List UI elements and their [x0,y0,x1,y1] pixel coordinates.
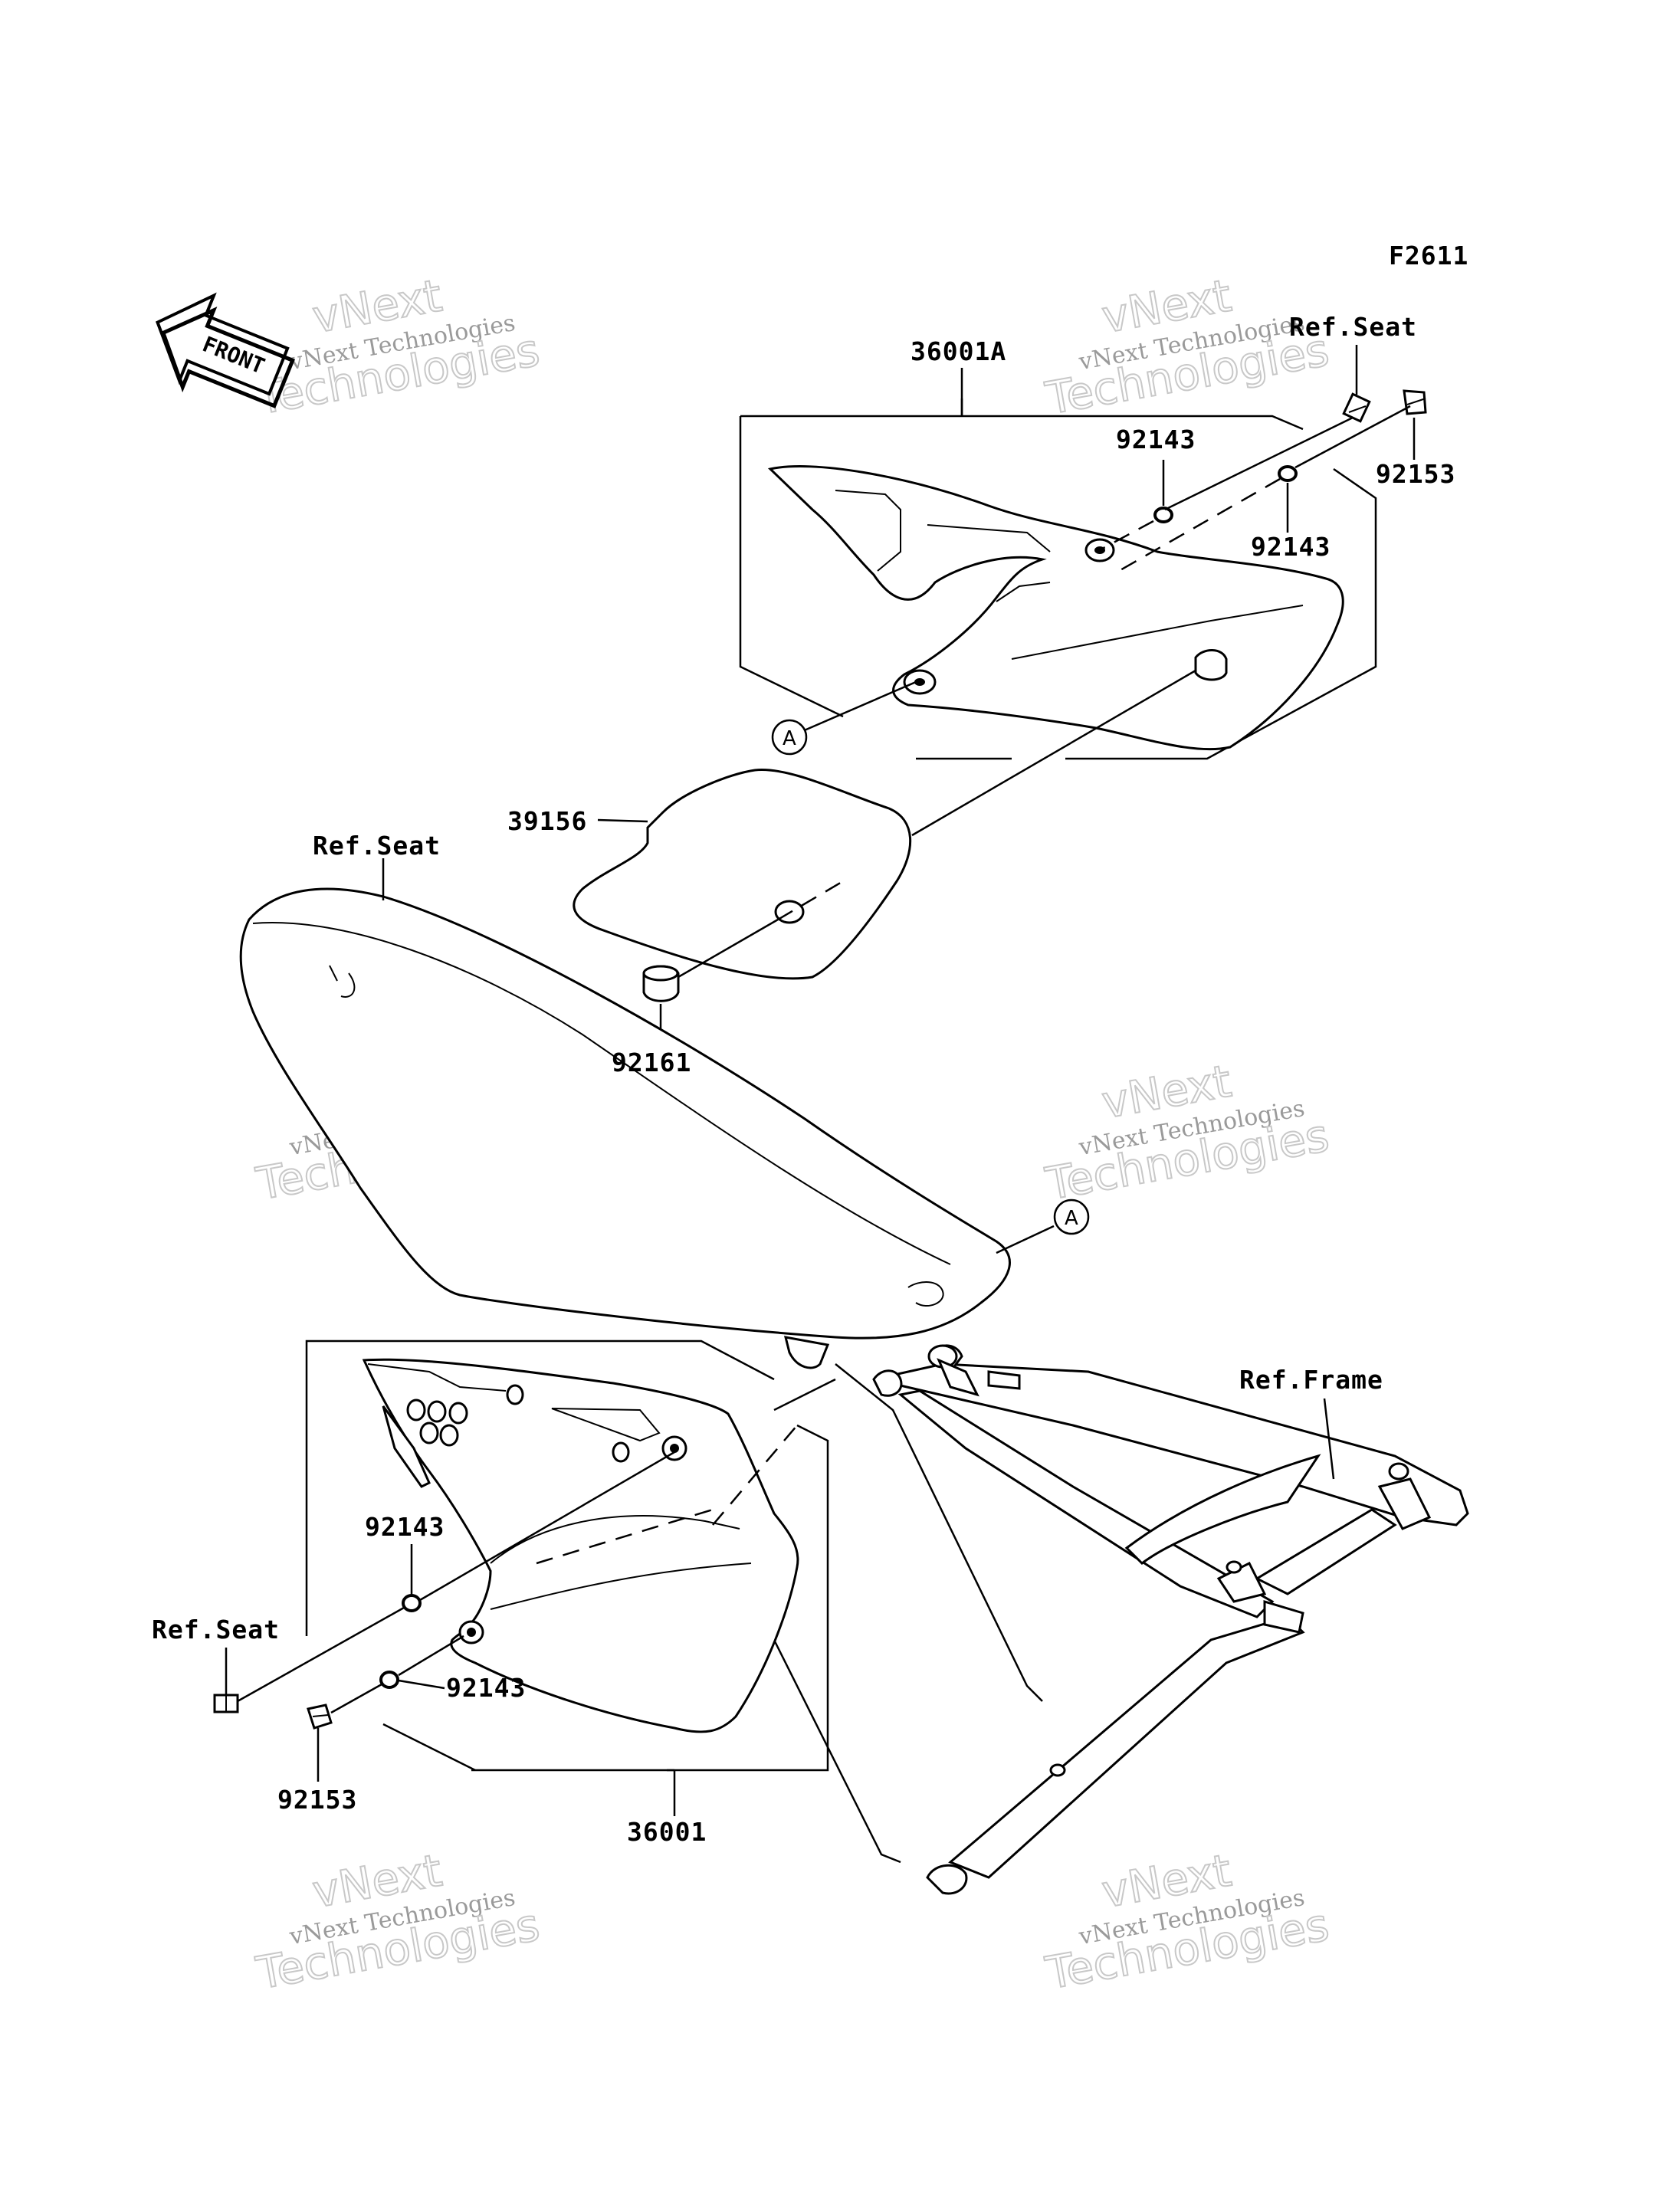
bolt-92153-upper [1403,389,1427,415]
callout-ref-seat-lower: Ref.Seat [152,1615,280,1644]
marker-a-upper: A [771,719,808,756]
washer-92143-lower-1 [402,1594,422,1612]
washer-92143-lower-2 [379,1671,399,1689]
callout-39156: 39156 [507,806,587,836]
frame [872,1344,1469,1895]
svg-text:A: A [1065,1207,1078,1230]
callout-ref-seat-upper: Ref.Seat [1289,312,1417,342]
watermark-mid-right: vNext vNext Technologies Technologies [1041,1054,1334,1211]
svg-text:A: A [783,727,796,750]
watermark-top-right: vNext vNext Technologies Technologies [1041,268,1334,425]
bolt-92153-lower [307,1703,333,1730]
callout-ref-frame: Ref.Frame [1239,1365,1383,1395]
seat [239,887,1011,1369]
front-arrow-icon: FRONT [156,292,296,408]
bolt-ref-seat-lower [213,1694,239,1713]
damper-92161 [642,965,680,1002]
callout-92153-lower: 92153 [277,1785,357,1815]
bracket-36001a [740,398,1304,431]
callout-92161: 92161 [612,1048,691,1077]
callout-92153-upper: 92153 [1376,459,1455,489]
washer-92143-upper-1 [1153,507,1173,523]
callout-36001a: 36001A [911,336,1006,366]
callout-92143-lower-2: 92143 [446,1673,526,1703]
side-cover-lower [362,1358,799,1733]
callout-92143-upper-2: 92143 [1251,532,1331,562]
callout-ref-seat-main: Ref.Seat [313,831,441,861]
bolt-ref-seat-upper [1342,392,1371,423]
watermark-bottom-right: vNext vNext Technologies Technologies [1041,1843,1334,2000]
callout-36001: 36001 [627,1817,707,1847]
watermark-top-left: vNext vNext Technologies Technologies [251,268,544,425]
side-cover-upper [767,465,1344,751]
washer-92143-upper-2 [1278,465,1298,482]
marker-a-lower: A [1053,1199,1090,1235]
watermark-bottom-left: vNext vNext Technologies Technologies [251,1843,544,2000]
pad-39156 [573,769,912,980]
figure-code: F2611 [1389,241,1468,271]
bracket-36001 [305,1340,775,1636]
callout-92143-upper-1: 92143 [1116,425,1196,454]
callout-92143-lower-1: 92143 [365,1512,445,1542]
